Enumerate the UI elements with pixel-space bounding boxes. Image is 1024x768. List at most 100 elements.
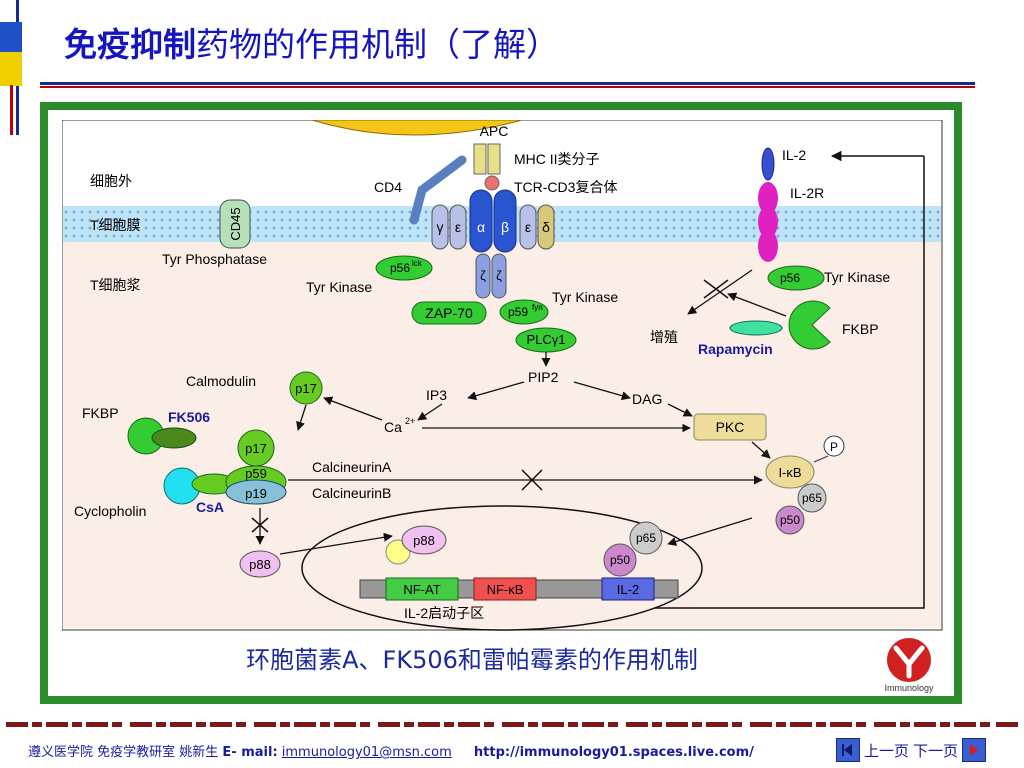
cd4-protein (409, 155, 467, 225)
prev-icon[interactable] (836, 738, 860, 762)
pkc-label: PKC (716, 419, 745, 435)
p59fyn-label: p59 (508, 305, 528, 319)
membrane-label: T细胞膜 (90, 217, 141, 233)
figure-caption: 环胞菌素A、FK506和雷帕霉素的作用机制 (246, 646, 698, 674)
extracellular-label: 细胞外 (90, 173, 132, 189)
footer-divider (6, 722, 1018, 727)
p59fyn (499, 299, 549, 325)
tcr-alpha (469, 189, 493, 253)
p88-nucleus (401, 525, 447, 555)
pkc (693, 413, 767, 441)
footer-email-link[interactable]: immunology01@msn.com (281, 745, 452, 760)
calcium-label: Ca (384, 419, 402, 435)
il2r-label: IL-2R (790, 185, 824, 201)
fk506-drug (151, 427, 197, 449)
cd3-epsilon-label: ε (455, 219, 461, 235)
tyr-kinase-3: Tyr Kinase (824, 269, 890, 285)
ip3-label: IP3 (426, 387, 447, 403)
phosphate-label: P (830, 440, 838, 454)
plc-label: PLCγ1 (526, 332, 565, 347)
p88-a-label: p88 (249, 557, 271, 572)
p56lck-1-label: p56 (390, 261, 410, 275)
zap70 (411, 301, 487, 325)
footer-info: 遵义医学院 免疫学教研室 姚新生 E- mail: immunology01@m… (28, 741, 754, 760)
title-bold: 免疫抑制 (64, 25, 196, 64)
dag-label: DAG (632, 391, 662, 407)
lck-label: lck (412, 259, 423, 268)
nfkb-label: NF-κB (487, 582, 524, 597)
p56lck-1 (375, 255, 433, 281)
il2-label: IL-2 (782, 147, 806, 163)
apc-label: APC (480, 123, 509, 139)
p17-calmodulin (289, 371, 323, 405)
header-rule (40, 82, 975, 85)
next-button[interactable]: 下一页 (913, 741, 959, 760)
logo-text: Immunology (884, 683, 934, 693)
footer-url[interactable]: http://immunology01.spaces.live.com/ (473, 745, 754, 760)
il2-receptor (758, 230, 778, 262)
prev-button[interactable]: 上一页 (864, 741, 910, 760)
cytoplasm-label: T细胞浆 (90, 277, 141, 293)
il2-gene-label: IL-2 (617, 582, 639, 597)
cd3-epsilon2-label: ε (525, 219, 531, 235)
calcineurin-b-label: CalcineurinB (312, 485, 391, 501)
p17-b-label: p17 (245, 441, 267, 456)
nfat-label: NF-AT (403, 582, 440, 597)
slide-navigation: 上一页 下一页 (836, 738, 987, 762)
header-rule-red (40, 86, 975, 88)
fkbp-right (788, 300, 831, 350)
il2-gene (601, 577, 655, 601)
cd3-gamma-label: γ (437, 219, 444, 235)
calcineurin-a-label: CalcineurinA (312, 459, 392, 475)
mhc-label: MHC II类分子 (514, 151, 600, 167)
calmodulin-label: Calmodulin (186, 373, 256, 389)
beta-label: β (501, 219, 509, 235)
fyn-label: fyn (532, 303, 543, 312)
p65-a-label: p65 (802, 491, 822, 505)
fkbp-left-label: FKBP (82, 405, 119, 421)
zeta-label: ζ (480, 268, 486, 283)
p88-cytoplasm (239, 550, 281, 578)
p50-b-label: p50 (610, 553, 630, 567)
tcr-label: TCR-CD3复合体 (514, 179, 617, 195)
p59-label: p59 (245, 466, 267, 481)
immunology-logo: Immunology (884, 638, 934, 693)
zap70-label: ZAP-70 (425, 305, 473, 321)
tyr-kinase-2: Tyr Kinase (552, 289, 618, 305)
p50-b (603, 543, 637, 577)
pip2-label: PIP2 (528, 369, 559, 385)
mechanism-diagram: APC MHC II类分子 CD4 TCR-CD3复合体 γ ε α β ε δ… (62, 120, 943, 631)
p19-calcineurin (225, 479, 287, 505)
p50-a (775, 505, 805, 535)
csa-label: CsA (196, 499, 224, 515)
alpha-label: α (477, 219, 485, 235)
p65-a (797, 483, 827, 513)
p17-a-label: p17 (295, 381, 317, 396)
cd3-delta-label: δ (542, 219, 550, 235)
header-accent-red (10, 85, 13, 135)
header-accent-blue (0, 22, 22, 52)
rapamycin-label: Rapamycin (698, 341, 773, 357)
peptide (484, 175, 500, 191)
tcr-beta (493, 189, 517, 253)
nucleus (301, 505, 703, 631)
fkbp-right-label: FKBP (842, 321, 879, 337)
ikb-label: I-κB (778, 465, 801, 480)
tyr-phosphatase-label: Tyr Phosphatase (162, 251, 267, 267)
footer-email-label: E- mail: (222, 745, 278, 760)
cd45-label: CD45 (228, 207, 243, 240)
title-rest: 药物的作用机制（了解） (196, 25, 559, 64)
nfat-site (385, 577, 459, 601)
p56lck-2-label: p56 (780, 271, 800, 285)
p65-b (629, 521, 663, 555)
p50-a-label: p50 (780, 513, 800, 527)
ikb (765, 455, 815, 489)
header-accent-yellow (0, 52, 22, 86)
slide-title: 免疫抑制药物的作用机制（了解） (64, 18, 559, 66)
tyr-kinase-1: Tyr Kinase (306, 279, 372, 295)
promoter-label: IL-2启动子区 (404, 605, 484, 621)
calcium-charge: 2+ (405, 416, 415, 426)
footer-school: 遵义医学院 免疫学教研室 姚新生 (28, 745, 219, 760)
p56lck-2 (767, 265, 825, 291)
next-icon[interactable] (962, 738, 987, 762)
